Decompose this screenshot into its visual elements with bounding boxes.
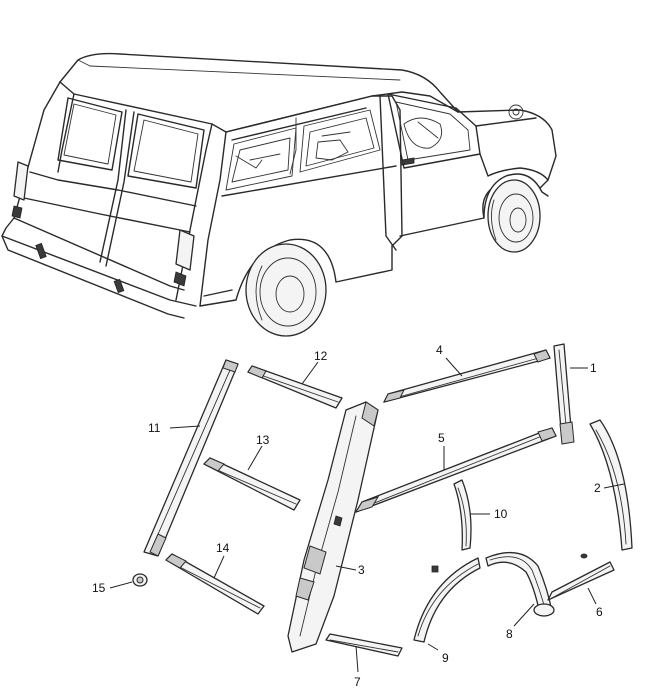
callout-4: 4 [436,343,443,357]
part-2-wing-arch [589,419,633,551]
callout-3: 3 [358,563,365,577]
callout-9: 9 [442,651,449,665]
part-4-sill-rail [383,349,551,403]
part-5-sill-rail [354,427,557,513]
callout-14: 14 [216,541,230,555]
part-15-clip [132,573,148,587]
callout-7: 7 [354,675,361,689]
leader-lines [109,357,625,673]
part-1-pillar [553,343,575,445]
part-6-rail [547,553,615,601]
part-9-wheel-arch [413,557,481,643]
callout-8: 8 [506,627,513,641]
part-11-rear-pillar-strip [143,359,239,557]
callout-11: 11 [148,421,161,435]
part-3-side-panel [287,401,379,653]
part-13-rail [203,457,301,511]
callout-labels: 1 2 3 4 5 6 7 8 9 10 11 12 13 14 15 [92,343,603,689]
part-10-bracket [453,479,472,551]
callout-5: 5 [438,431,445,445]
callout-1: 1 [590,361,597,375]
part-12-rail [247,365,343,409]
part-14-rail [165,553,265,615]
part-8-inner-arch [485,551,555,617]
callout-2: 2 [594,481,601,495]
callout-12: 12 [314,349,328,363]
callout-15: 15 [92,581,106,595]
callout-6: 6 [596,605,603,619]
estate-car-body [1,52,557,337]
part-7-rail [325,633,403,657]
callout-13: 13 [256,433,270,447]
callout-10: 10 [494,507,508,521]
